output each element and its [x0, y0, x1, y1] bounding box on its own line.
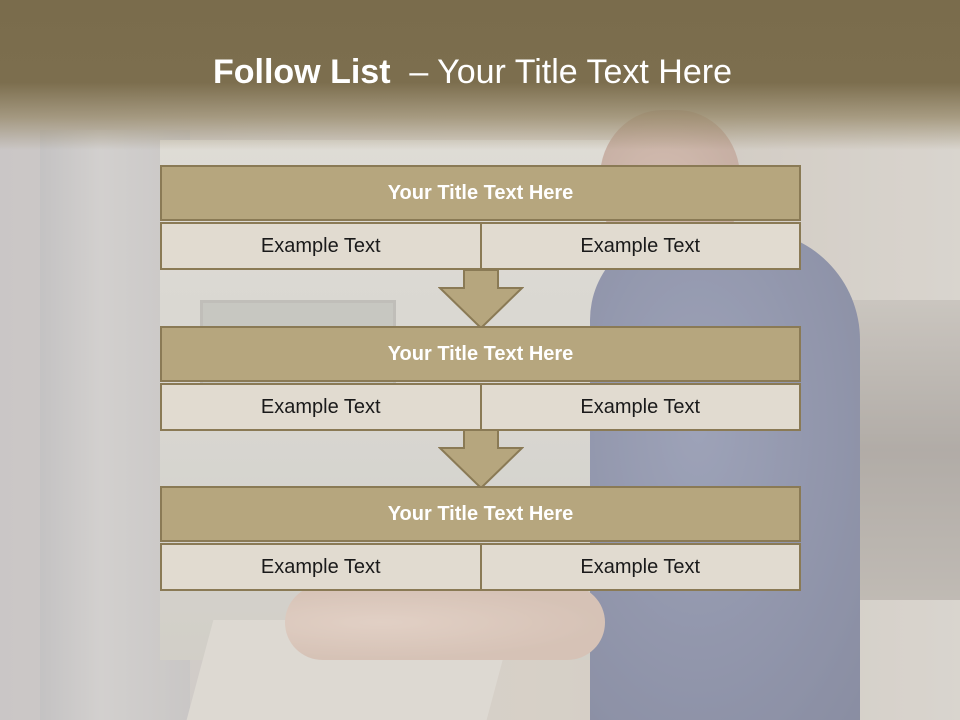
title-subtitle-part: – Your Title Text Here — [390, 53, 732, 91]
block-3-item-2: Example Text — [481, 543, 801, 591]
flow-block-3: Your Title Text Here Example Text Exampl… — [160, 486, 801, 591]
flow-block-1: Your Title Text Here Example Text Exampl… — [160, 165, 801, 270]
block-3-heading: Your Title Text Here — [160, 486, 801, 542]
block-2-item-1: Example Text — [160, 383, 482, 431]
block-1-item-2: Example Text — [481, 222, 801, 270]
block-1-item-1: Example Text — [160, 222, 482, 270]
title-band — [0, 0, 960, 150]
title-bold-part: Follow List — [212, 53, 391, 91]
block-2-item-2: Example Text — [481, 383, 801, 431]
block-1-heading: Your Title Text Here — [160, 165, 801, 221]
block-3-item-1: Example Text — [160, 543, 482, 591]
down-arrow-icon — [438, 430, 524, 490]
flow-block-2: Your Title Text Here Example Text Exampl… — [160, 326, 801, 431]
slide-title: Follow List – Your Title Text Here — [0, 53, 945, 92]
block-2-heading: Your Title Text Here — [160, 326, 801, 382]
down-arrow-icon — [438, 270, 524, 330]
